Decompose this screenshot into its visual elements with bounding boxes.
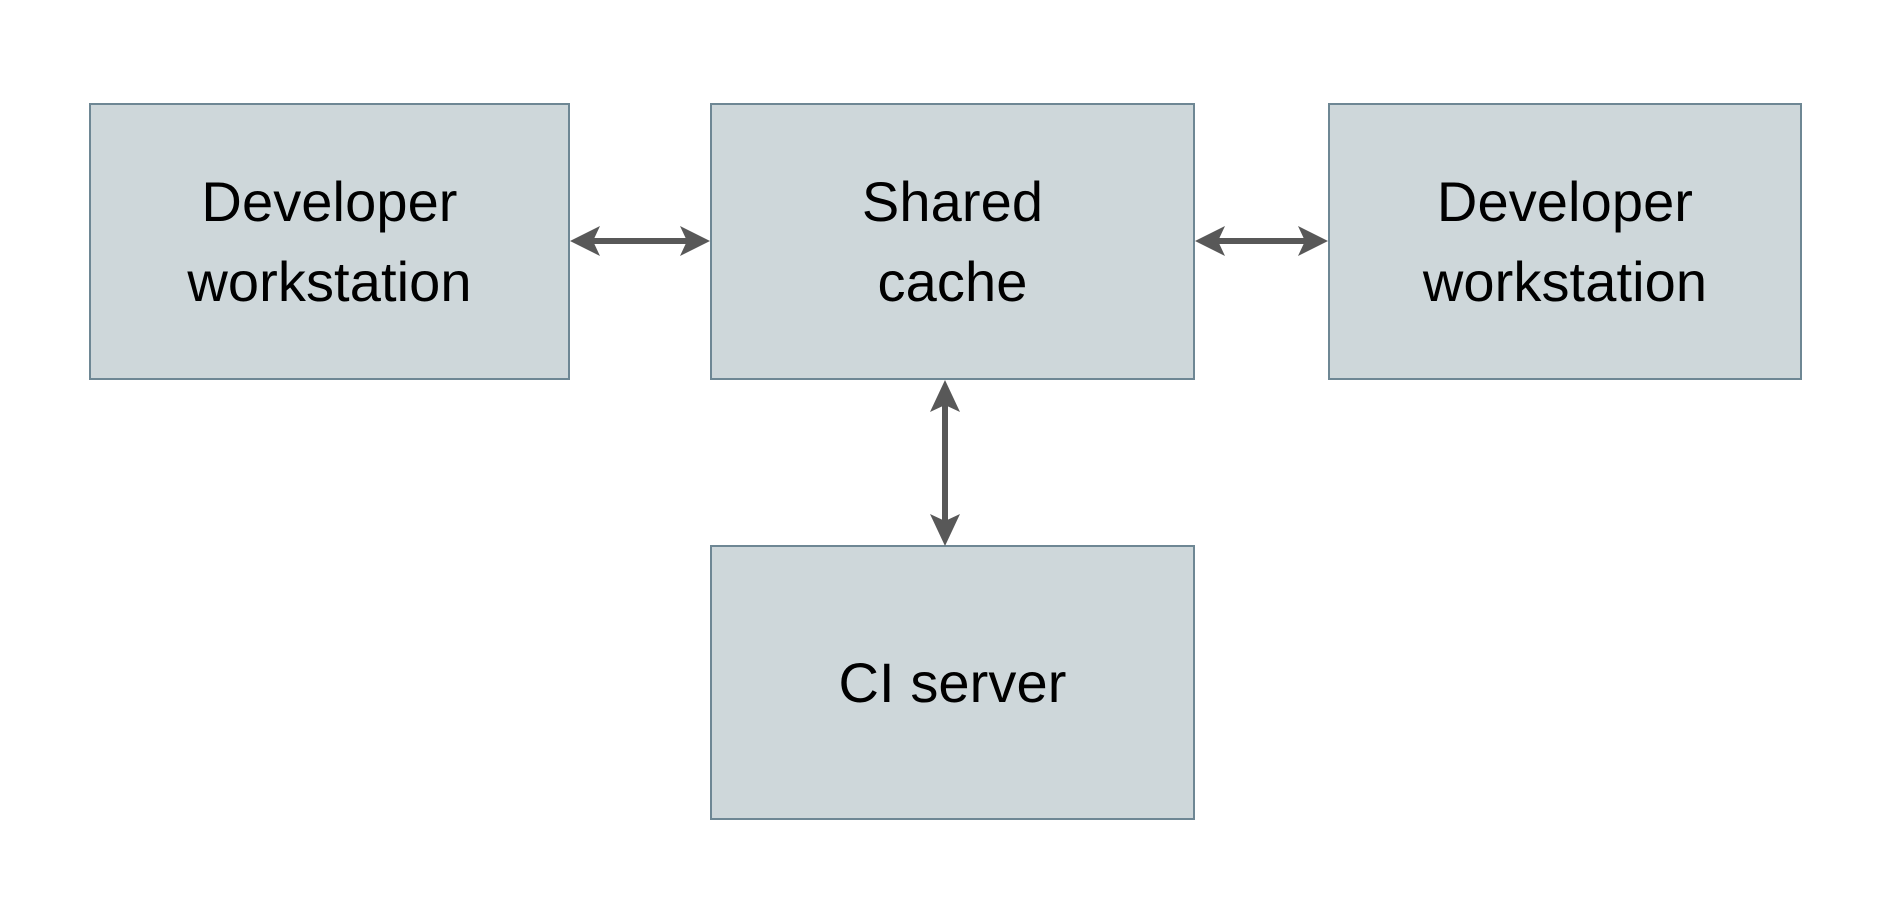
node-ci-server[interactable]: CI server [710, 545, 1195, 820]
double-arrow-horizontal-icon [570, 226, 710, 256]
node-developer-workstation-right[interactable]: Developer workstation [1328, 103, 1802, 380]
node-label: Shared cache [861, 169, 1044, 313]
edge-shared-cache-to-ci-server [915, 372, 975, 554]
double-arrow-vertical-icon [930, 380, 960, 546]
edge-left-workstation-to-shared-cache [560, 211, 720, 271]
edge-shared-cache-to-right-workstation [1185, 211, 1338, 271]
double-arrow-horizontal-icon [1195, 226, 1328, 256]
node-label: Developer workstation [187, 169, 472, 313]
node-developer-workstation-left[interactable]: Developer workstation [89, 103, 570, 380]
node-label: Developer workstation [1422, 169, 1708, 313]
node-shared-cache[interactable]: Shared cache [710, 103, 1195, 380]
node-label: CI server [838, 650, 1067, 714]
